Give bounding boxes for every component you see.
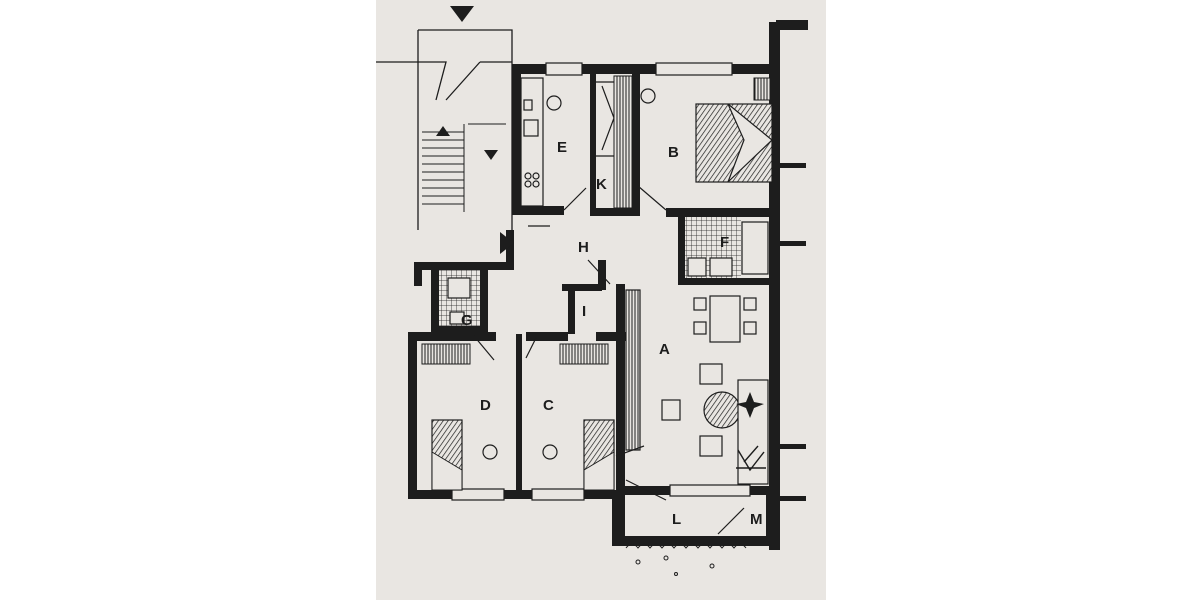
room-label-e: E [557,139,567,156]
room-label-f: F [720,234,729,251]
room-label-l: L [672,511,681,528]
living-a-furniture [625,289,769,485]
room-label-c: C [543,397,554,414]
bathroom-f [685,217,769,278]
room-label-g: G [461,312,473,329]
balcony-plants [625,543,747,576]
stairwell [376,29,513,262]
bedroom-b-furniture [640,77,773,183]
room-label-k: K [596,176,607,193]
bedroom-d-furniture [421,343,498,491]
room-label-m: M [750,511,763,528]
wc-g [439,270,480,326]
plant-icon [736,392,764,418]
room-label-h: H [578,239,589,256]
room-label-i: I [582,303,586,320]
bedroom-c-furniture [542,343,615,491]
stair-down-arrow-icon [484,150,498,160]
door-arrow-icon [500,232,514,254]
doors [473,185,745,535]
wardrobe-b [613,75,633,209]
floor-plan-sheet: A B C D E F G H I K L M [376,0,826,600]
room-label-a: A [659,341,670,358]
plant-pot-icon [736,445,766,472]
windows [451,62,751,501]
room-label-d: D [480,397,491,414]
stair-up-arrow-icon [436,126,450,136]
walls [408,20,808,550]
floor-plan: A B C D E F G H I K L M [376,6,808,576]
room-label-b: B [668,144,679,161]
entry-arrow-icon [450,6,474,22]
